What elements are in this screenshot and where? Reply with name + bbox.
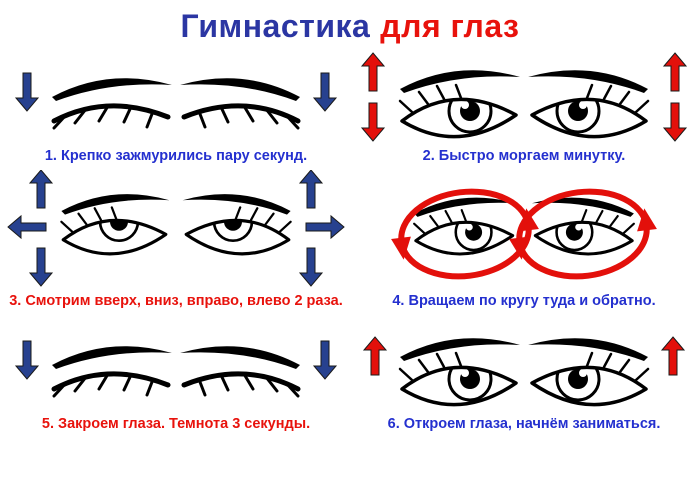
open-eyes-circular-arrows-icon [391, 188, 657, 280]
left-looking-up-eye-icon [61, 194, 169, 254]
step-2-caption: 2. Быстро моргаем минутку. [422, 148, 626, 164]
open-eyes-up-arrows-icon [363, 336, 685, 415]
step-2-panel: 2. Быстро моргаем минутку. [350, 47, 698, 170]
step-5-panel: 5. Закроем глаза. Темнота 3 секунды. [2, 315, 350, 438]
up-arrow-icon [29, 170, 53, 209]
left-open-eye-icon [414, 198, 516, 254]
up-arrow-icon [663, 52, 687, 92]
step-4-caption: 4. Вращаем по кругу туда и обратно. [392, 293, 656, 309]
step-5-caption: 5. Закроем глаза. Темнота 3 секунды. [41, 416, 311, 432]
up-arrow-icon [661, 336, 685, 376]
left-closed-eye-icon [52, 78, 172, 128]
open-eyes-direction-arrows-icon [7, 170, 345, 287]
closed-eyes-down-arrows-icon [15, 72, 337, 147]
up-arrow-icon [299, 170, 323, 209]
down-arrow-icon [29, 247, 53, 287]
step-6-caption: 6. Откроем глаза, начнём заниматься. [387, 416, 661, 432]
down-arrow-icon [313, 340, 337, 380]
down-arrow-icon [361, 102, 385, 142]
right-rotation-arrow-icon [509, 188, 657, 280]
right-arrow-icon [305, 215, 345, 239]
left-open-eye-icon [400, 70, 520, 136]
down-arrow-icon [313, 72, 337, 112]
down-arrow-icon [299, 247, 323, 287]
right-looking-up-eye-icon [183, 194, 291, 254]
step-6-panel: 6. Откроем глаза, начнём заниматься. [350, 315, 698, 438]
right-closed-eye-icon [180, 346, 300, 396]
down-arrow-icon [15, 340, 39, 380]
step-3-caption: 3. Смотрим вверх, вниз, вправо, влево 2 … [9, 293, 343, 309]
up-arrow-icon [363, 336, 387, 376]
right-open-eye-icon [528, 70, 648, 136]
steps-grid: 1. Крепко зажмурились пару секунд. 2. Бы… [0, 47, 700, 438]
left-closed-eye-icon [52, 346, 172, 396]
title-blue-part: Гимнастика [180, 8, 371, 44]
right-open-eye-icon [528, 338, 648, 404]
right-open-eye-icon [532, 198, 634, 254]
down-arrow-icon [663, 102, 687, 142]
step-3-panel: 3. Смотрим вверх, вниз, вправо, влево 2 … [2, 170, 350, 315]
step-1-caption: 1. Крепко зажмурились пару секунд. [44, 148, 308, 164]
left-open-eye-icon [400, 338, 520, 404]
step-4-panel: 4. Вращаем по кругу туда и обратно. [350, 170, 698, 315]
down-arrow-icon [15, 72, 39, 112]
step-1-panel: 1. Крепко зажмурились пару секунд. [2, 47, 350, 170]
closed-eyes-down-arrows-icon [15, 340, 337, 415]
up-arrow-icon [361, 52, 385, 92]
left-arrow-icon [7, 215, 47, 239]
title-red-part: для глаз [380, 8, 520, 44]
right-closed-eye-icon [180, 78, 300, 128]
open-eyes-blink-arrows-icon [361, 52, 687, 142]
